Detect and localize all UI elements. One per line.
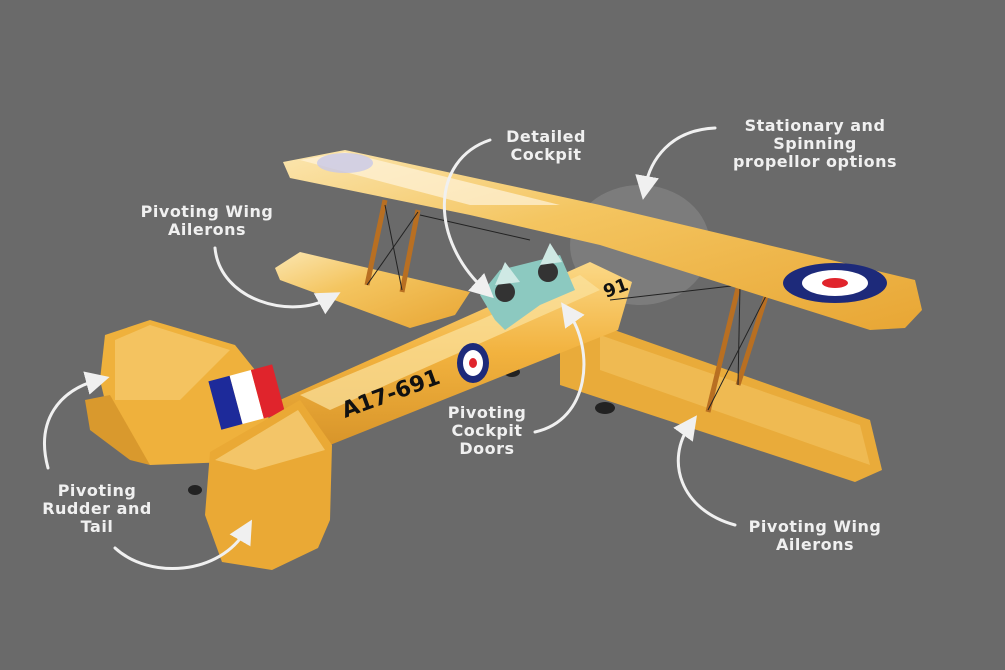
wing-struts <box>364 199 771 413</box>
callout-line: Stationary and <box>744 116 886 135</box>
upper-wing-roundel-faded <box>317 153 373 173</box>
arrow-propeller <box>635 126 717 200</box>
callout-propeller-options: Stationary and Spinning propellor option… <box>733 117 897 171</box>
arrow-ailerons-left <box>213 246 341 315</box>
callout-line: propellor options <box>732 152 898 171</box>
callout-arrows <box>43 126 737 571</box>
arrow-rudder-up <box>43 371 110 470</box>
arrow-rudder-down <box>113 519 253 571</box>
rigging-wires <box>366 204 769 411</box>
upper-wing-roundel <box>783 263 887 303</box>
arrow-ailerons-right <box>673 415 737 527</box>
callout-line: Pivoting Wing <box>140 202 274 221</box>
tail-wheel <box>188 485 202 495</box>
arrow-cockpit <box>442 138 494 299</box>
callout-line: Tail <box>80 517 114 536</box>
callout-detailed-cockpit: Detailed Cockpit <box>506 128 586 164</box>
callout-line: Detailed <box>506 127 586 146</box>
callout-line: Ailerons <box>168 220 246 239</box>
callout-line: Cockpit <box>451 421 523 440</box>
callout-line: Pivoting <box>447 403 527 422</box>
callout-line: Doors <box>459 439 515 458</box>
left-stabilizer <box>85 395 150 465</box>
fuselage-roundel <box>457 343 489 383</box>
callout-line: Spinning <box>773 134 857 153</box>
callout-wing-ailerons-right: Pivoting Wing Ailerons <box>749 518 882 554</box>
callout-line: Pivoting Wing <box>748 517 882 536</box>
arrow-doors <box>533 302 586 434</box>
lower-left-wing <box>275 252 470 328</box>
wheel <box>595 402 615 414</box>
callout-line: Pivoting <box>57 481 137 500</box>
callout-line: Cockpit <box>510 145 582 164</box>
callout-rudder-tail: Pivoting Rudder and Tail <box>42 482 152 536</box>
callout-line: Ailerons <box>776 535 854 554</box>
callout-line: Rudder and <box>42 499 152 518</box>
callout-cockpit-doors: Pivoting Cockpit Doors <box>448 404 527 458</box>
callout-wing-ailerons-left: Pivoting Wing Ailerons <box>141 203 274 239</box>
tail-flag <box>208 364 286 430</box>
